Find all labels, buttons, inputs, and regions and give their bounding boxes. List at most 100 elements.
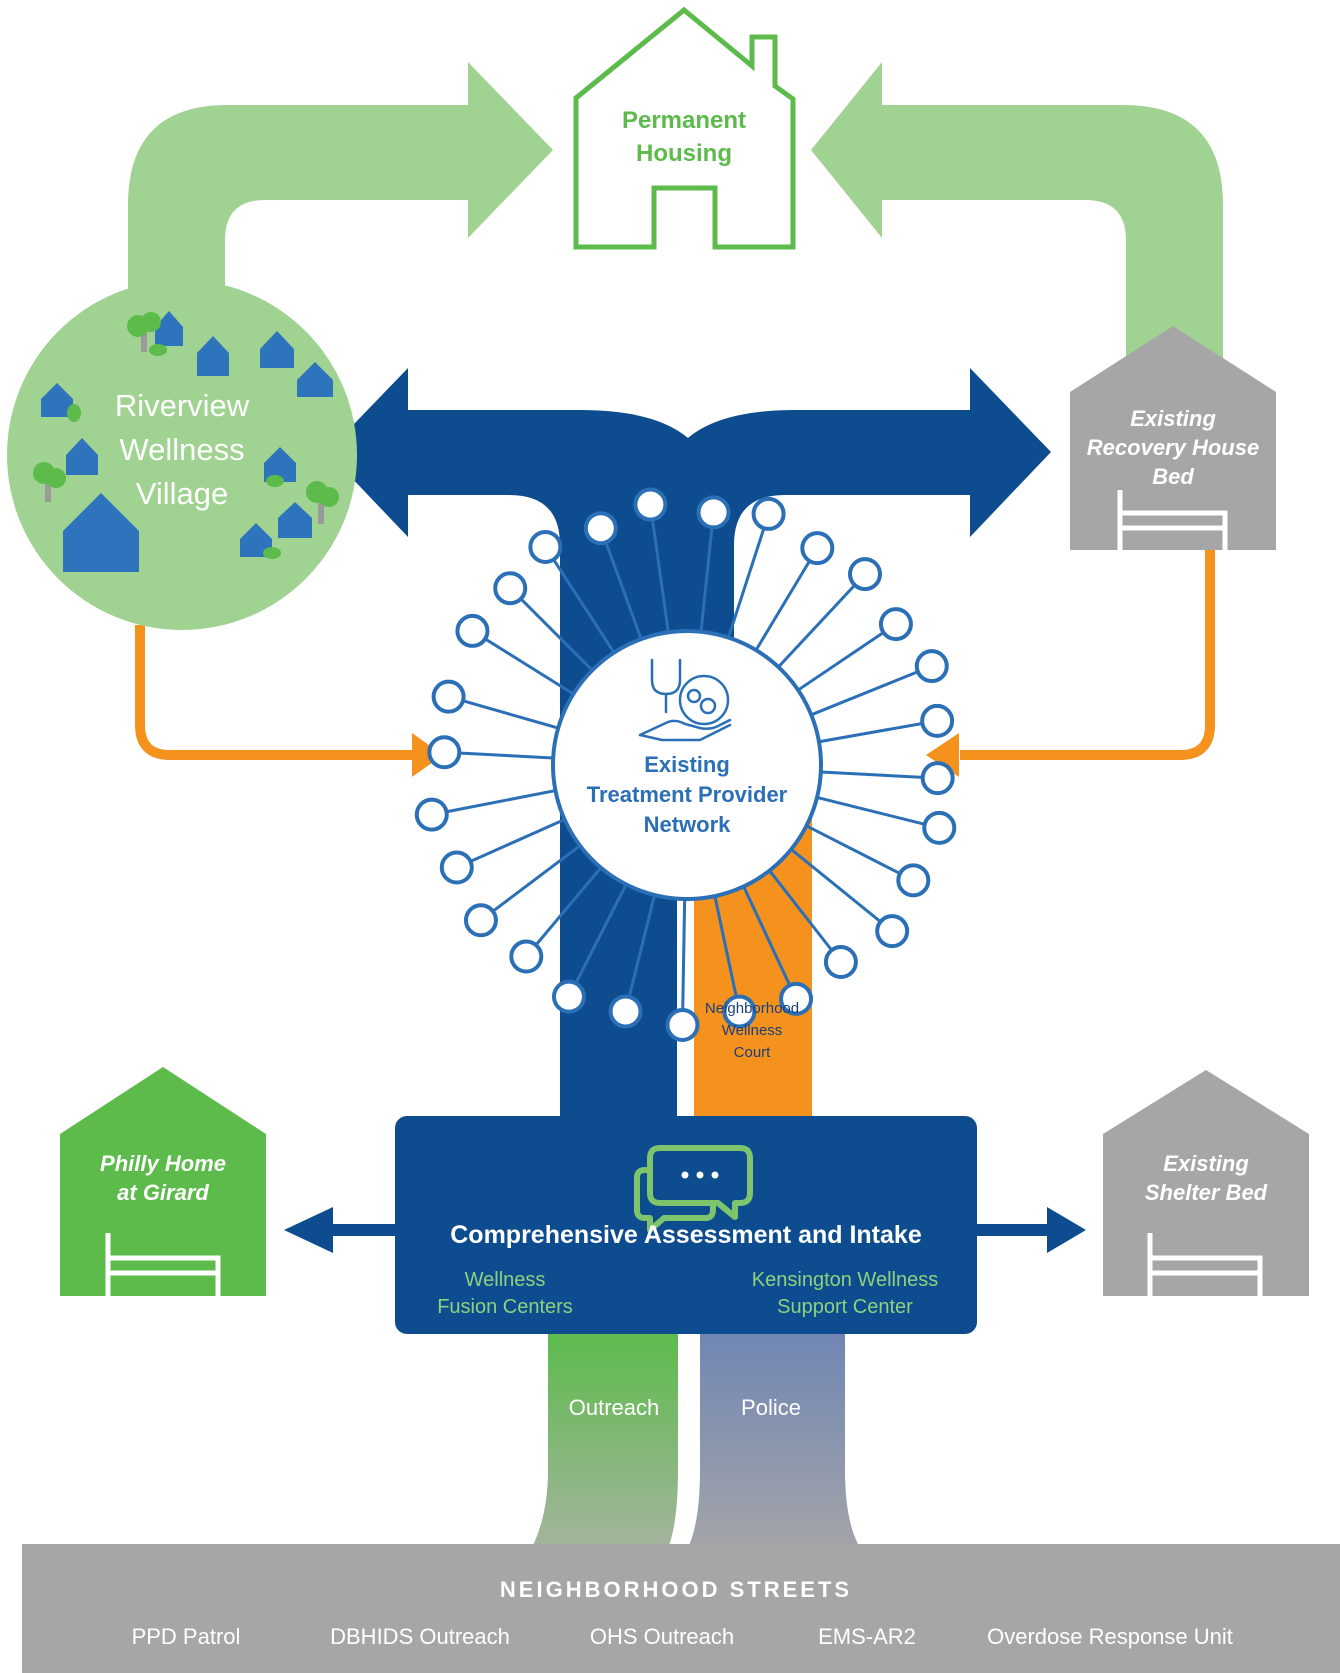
police-stream xyxy=(684,1330,865,1555)
recovery-line3: Bed xyxy=(1152,464,1194,489)
tree-icon xyxy=(127,312,167,356)
network-node xyxy=(509,939,544,974)
network-node xyxy=(439,850,474,885)
riverview-line1: Riverview xyxy=(115,388,250,423)
network-spoke xyxy=(456,818,566,869)
network-node xyxy=(455,613,490,648)
network-spoke xyxy=(754,547,819,651)
network-spoke xyxy=(699,512,716,632)
village-houses xyxy=(41,311,333,572)
network-spoke xyxy=(648,504,670,633)
small-house-icon xyxy=(278,502,312,538)
small-house-icon xyxy=(41,383,73,417)
intake-right-line2: Support Center xyxy=(777,1296,913,1318)
existing-shelter-bed: Existing Shelter Bed xyxy=(1103,1070,1309,1296)
streets-item-dbhids-outreach: DBHIDS Outreach xyxy=(330,1624,510,1649)
chat-dot xyxy=(711,1171,719,1179)
chat-bubbles-icon xyxy=(634,1145,753,1233)
network-node xyxy=(920,761,955,796)
riverview-wellness-village: Riverview Wellness Village xyxy=(7,280,357,630)
network-spoke xyxy=(525,866,603,958)
network-spoke xyxy=(810,664,933,717)
house-outline-icon xyxy=(573,6,796,250)
orange-connectors xyxy=(135,545,1215,760)
intake-left-line2: Fusion Centers xyxy=(437,1296,573,1318)
network-spoke xyxy=(509,587,594,672)
small-house-icon xyxy=(197,336,229,376)
court-line1: Neighborhood xyxy=(705,1000,799,1017)
permanent-housing-line1: Permanent xyxy=(622,107,746,134)
bed-icon xyxy=(1117,490,1228,550)
philly-home-line1: Philly Home xyxy=(100,1151,226,1176)
recovery-line2: Recovery House xyxy=(1087,435,1259,460)
network-node xyxy=(722,994,757,1029)
chat-dot xyxy=(681,1171,689,1179)
network-node xyxy=(528,529,563,564)
network-spoke xyxy=(768,869,843,963)
intake-left-arrow xyxy=(284,1207,410,1253)
small-house-icon xyxy=(66,438,98,475)
small-house-icon xyxy=(240,523,272,557)
orange-arrowhead-right xyxy=(926,733,959,777)
small-house-icon xyxy=(264,447,296,482)
permanent-housing: Permanent Housing xyxy=(573,6,796,250)
network-spokes xyxy=(414,487,957,1042)
right-arch-arrow xyxy=(811,62,1223,370)
small-house-icon xyxy=(155,311,183,346)
network-node xyxy=(823,945,858,980)
network-spoke xyxy=(431,789,556,817)
network-node xyxy=(779,981,814,1016)
court-label: Neighborhood Wellness Court xyxy=(705,1000,799,1061)
network-node xyxy=(914,649,949,684)
network-spoke xyxy=(448,695,559,730)
philly-home-line2: at Girard xyxy=(117,1180,209,1205)
treatment-provider-network: Existing Treatment Provider Network xyxy=(414,487,957,1042)
network-node xyxy=(551,979,586,1014)
treatment-line3: Network xyxy=(644,812,732,837)
network-spoke xyxy=(713,895,741,1012)
court-line3: Court xyxy=(734,1044,772,1061)
network-node xyxy=(878,607,913,642)
network-node xyxy=(920,703,955,738)
streets-item-ohs-outreach: OHS Outreach xyxy=(590,1624,734,1649)
network-spoke xyxy=(471,629,575,696)
navy-double-arrow xyxy=(327,368,1051,570)
shelter-line1: Existing xyxy=(1163,1151,1249,1176)
intake-box: Comprehensive Assessment and Intake Well… xyxy=(395,1116,977,1334)
network-spoke xyxy=(444,750,554,760)
left-arch-arrow xyxy=(128,62,553,310)
small-house-icon xyxy=(297,362,333,397)
network-node xyxy=(583,511,618,546)
network-node xyxy=(848,557,883,592)
network-spoke xyxy=(805,824,914,882)
orange-arrowhead-left xyxy=(412,733,443,777)
network-node xyxy=(633,487,668,522)
streets-item-ems-ar2: EMS-AR2 xyxy=(818,1624,916,1649)
network-node xyxy=(751,496,786,531)
network-spoke xyxy=(818,719,938,744)
network-spoke xyxy=(544,546,616,654)
streets-title: NEIGHBORHOOD STREETS xyxy=(500,1577,852,1602)
network-spoke xyxy=(820,770,938,780)
court-line2: Wellness xyxy=(722,1022,783,1039)
network-spoke xyxy=(680,898,687,1025)
bed-icon xyxy=(105,1233,221,1296)
network-node xyxy=(800,531,835,566)
network-spoke xyxy=(567,883,628,998)
riverview-line3: Village xyxy=(136,476,229,511)
network-spoke xyxy=(777,573,867,669)
streets-item-ppd-patrol: PPD Patrol xyxy=(132,1624,241,1649)
intake-right-arrow xyxy=(970,1207,1086,1253)
recovery-house-bed: Existing Recovery House Bed xyxy=(1070,326,1276,550)
chat-dot xyxy=(696,1171,704,1179)
network-node xyxy=(414,797,449,832)
bed-icon xyxy=(1147,1233,1263,1296)
network-node xyxy=(696,495,731,530)
treatment-line2: Treatment Provider xyxy=(587,782,788,807)
network-spoke xyxy=(742,885,798,1000)
network-spoke xyxy=(816,795,940,830)
riverview-line2: Wellness xyxy=(119,432,244,467)
neighborhood-streets: NEIGHBORHOOD STREETS PPD Patrol DBHIDS O… xyxy=(22,1544,1340,1673)
philly-home-at-girard: Philly Home at Girard xyxy=(60,1067,266,1296)
